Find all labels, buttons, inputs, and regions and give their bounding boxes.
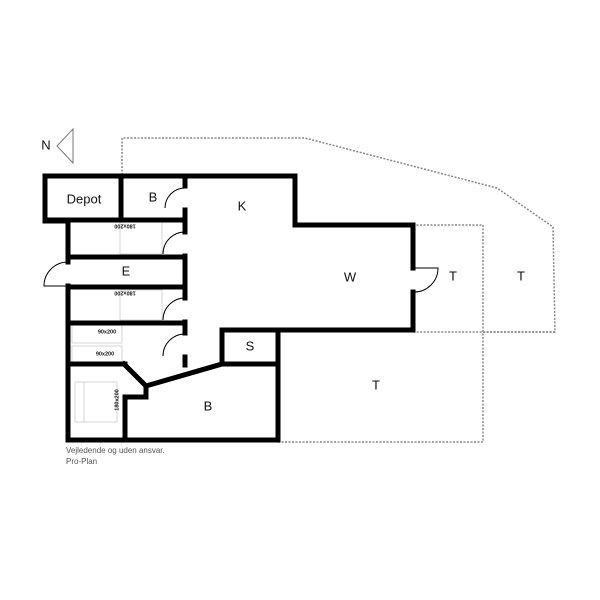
room-label-living: W [344,269,357,284]
walls [42,173,416,443]
north-label: N [41,137,50,152]
door-bedroom-3 [162,333,186,357]
terrace-outline [121,137,556,443]
room-label-depot: Depot [67,191,102,206]
entrance-door [43,261,69,287]
disclaimer-note: Vejledende og uden ansvar. [66,446,165,455]
bed-label-3a: 90x200 [98,329,116,335]
room-label-storage: S [246,338,255,353]
bed-label-3b: 90x200 [96,351,114,357]
doors [43,187,439,357]
room-label-kitchen: K [238,198,247,213]
bed-label-4: 180x200 [114,389,120,410]
room-label-terrace-3: T [372,377,380,392]
bed-label-2: 180x200 [114,290,135,296]
room-label-bath-top: B [149,189,158,204]
room-label-bath-bottom: B [204,398,213,413]
bed-label-1: 180x200 [114,223,135,229]
room-label-terrace-2: T [517,268,525,283]
room-label-terrace-1: T [449,268,457,283]
north-arrow-icon: N [41,127,74,165]
door-bath [164,187,186,209]
door-bedroom-1 [162,231,186,255]
room-label-entrance: E [122,263,131,278]
door-bedroom-2 [162,297,186,321]
furniture [71,221,163,423]
terrace-door [412,267,439,293]
company-note: Pro-Plan [66,457,97,466]
